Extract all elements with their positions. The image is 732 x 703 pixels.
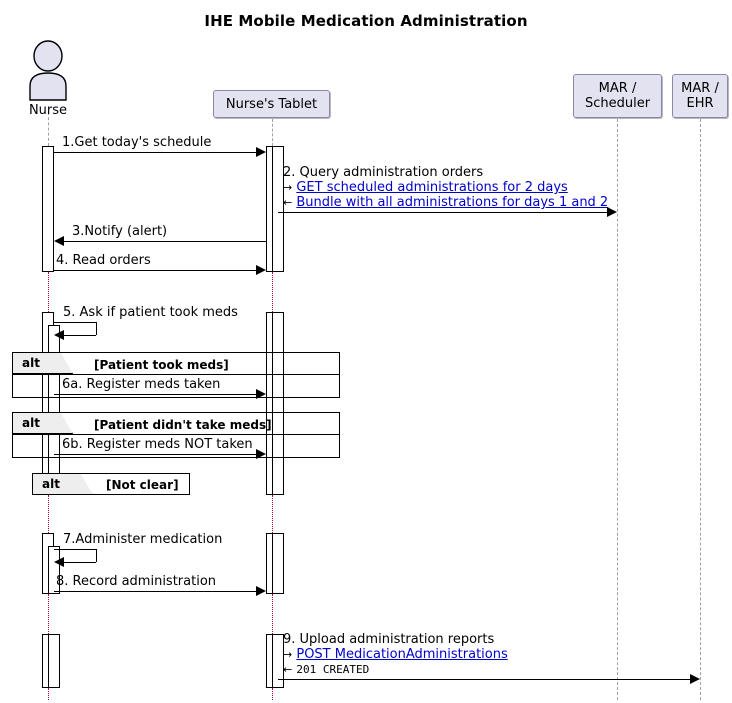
message-sublabel-9-0-row: → POST MedicationAdministrations: [283, 647, 508, 662]
lifeline-nurse-seg5: [48, 688, 49, 700]
activation-tablet-3-nested: [272, 533, 284, 594]
fragment-condition-2: [Patient didn't take meds]: [94, 418, 272, 432]
message-sublink-2-1[interactable]: Bundle with all administrations for days…: [296, 195, 609, 210]
message-line-6b: [54, 454, 256, 455]
fragment-alt-3: [32, 473, 190, 495]
activation-nurse-2-nested: [48, 325, 60, 495]
lifeline-tablet-seg1: [272, 119, 273, 146]
lifeline-ehr: [700, 119, 701, 700]
message-line-6a: [54, 394, 256, 395]
activation-tablet-4-nested: [272, 634, 284, 688]
message-line-9: [278, 679, 690, 680]
message-line-7-side: [96, 549, 97, 562]
lifeline-nurse-seg2: [48, 272, 49, 312]
lifeline-tablet-seg3: [272, 495, 273, 533]
participant-box-scheduler[interactable]: MAR / Scheduler: [573, 74, 662, 118]
direction-arrow-left-icon: ←: [283, 196, 293, 209]
message-sublink-9-0[interactable]: POST MedicationAdministrations: [296, 647, 508, 662]
actor-nurse-figure: [24, 40, 72, 102]
message-label-8: 8. Record administration: [56, 574, 217, 589]
activation-nurse-1: [42, 146, 54, 272]
message-line-7-bottom: [64, 562, 96, 563]
fragment-alt-1-separator: [13, 374, 339, 375]
message-arrowhead-4: [256, 265, 266, 275]
message-arrowhead-6b: [256, 449, 266, 459]
message-arrowhead-3: [54, 236, 64, 246]
lifeline-scheduler: [617, 119, 618, 700]
activation-tablet-2-nested: [272, 312, 284, 495]
message-line-7-top: [54, 549, 96, 550]
diagram-title: IHE Mobile Medication Administration: [204, 12, 528, 30]
lifeline-nurse-seg1: [48, 112, 49, 146]
person-icon: [29, 40, 67, 101]
direction-arrow-left-icon: ←: [283, 663, 293, 676]
message-line-5-top: [54, 322, 96, 323]
message-line-2: [278, 212, 607, 213]
message-label-9: 9. Upload administration reports: [283, 632, 495, 647]
message-arrowhead-6a: [256, 389, 266, 399]
participant-box-tablet[interactable]: Nurse's Tablet: [213, 90, 330, 118]
fragment-alt-1: [12, 352, 340, 398]
fragment-condition-1: [Patient took meds]: [94, 358, 229, 372]
message-sublabel-9-1-row: ← 201 CREATED: [283, 662, 369, 677]
message-arrowhead-7: [54, 557, 64, 567]
message-line-4: [54, 270, 256, 271]
fragment-alt-2-separator: [13, 434, 339, 435]
message-status-code-9: 201 CREATED: [296, 663, 370, 676]
fragment-keyword-3: alt: [33, 474, 93, 495]
message-label-6a: 6a. Register meds taken: [62, 377, 221, 392]
message-arrowhead-2: [607, 207, 617, 217]
message-sublink-2-0[interactable]: GET scheduled administrations for 2 days: [296, 180, 568, 195]
activation-nurse-4-nested: [48, 634, 60, 688]
direction-arrow-right-icon: →: [283, 648, 293, 661]
message-label-4: 4. Read orders: [56, 253, 151, 268]
message-line-5-bottom: [64, 335, 96, 336]
message-sublabel-2-1-row: ← Bundle with all administrations for da…: [283, 195, 608, 210]
message-label-6b: 6b. Register meds NOT taken: [62, 437, 253, 452]
participant-box-ehr[interactable]: MAR / EHR: [672, 74, 728, 118]
message-line-5-side: [96, 322, 97, 335]
message-arrowhead-1: [256, 147, 266, 157]
participant-label-nurse: Nurse: [28, 103, 68, 118]
fragment-alt-2: [12, 412, 340, 458]
message-line-1: [54, 152, 256, 153]
message-label-2: 2. Query administration orders: [283, 165, 484, 180]
message-label-7: 7.Administer medication: [63, 532, 223, 547]
message-sublabel-2-0-row: → GET scheduled administrations for 2 da…: [283, 180, 568, 195]
lifeline-nurse-seg3: [48, 495, 49, 533]
lifeline-nurse-seg4: [48, 594, 49, 634]
message-arrowhead-5: [54, 330, 64, 340]
fragment-condition-3: [Not clear]: [106, 478, 179, 492]
message-arrowhead-9: [690, 674, 700, 684]
message-arrowhead-8: [256, 586, 266, 596]
message-line-8: [54, 591, 256, 592]
lifeline-tablet-seg4: [272, 594, 273, 634]
message-line-3: [64, 241, 266, 242]
direction-arrow-right-icon: →: [283, 181, 293, 194]
message-label-5: 5. Ask if patient took meds: [63, 305, 238, 320]
lifeline-tablet-seg5: [272, 688, 273, 700]
lifeline-tablet-seg2: [272, 272, 273, 312]
activation-tablet-1-nested: [272, 146, 284, 272]
message-label-3: 3.Notify (alert): [72, 224, 168, 239]
message-label-1: 1.Get today's schedule: [62, 135, 212, 150]
